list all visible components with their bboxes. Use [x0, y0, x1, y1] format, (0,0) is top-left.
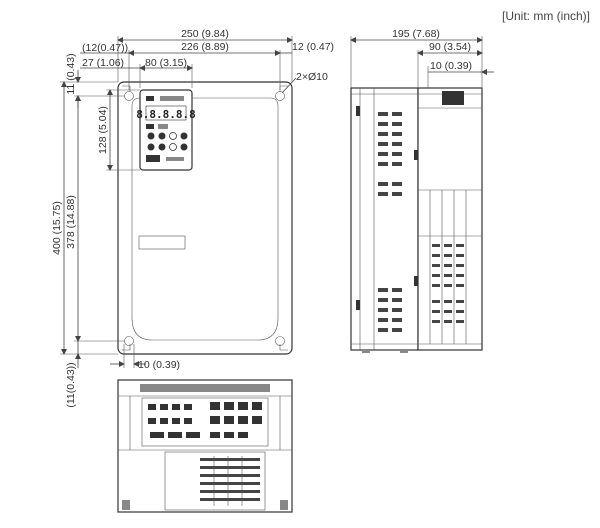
dim-depth-step: 10 (0.39): [430, 60, 472, 72]
dim-bottom-margin: (11(0.43)): [65, 362, 77, 407]
keypad-display: 8.8.8.8.8: [136, 108, 196, 121]
dim-height-overall: 400 (15.75): [51, 201, 63, 255]
dim-width-overall: 250 (9.84): [181, 28, 229, 40]
nameplate-slot: [138, 235, 186, 250]
front-view: 8.8.8.8.8: [117, 81, 293, 355]
dim-depth-overall: 195 (7.68): [392, 28, 440, 40]
dim-bottom-offset: 10 (0.39): [138, 359, 180, 371]
dim-width-mount: 226 (8.89): [181, 41, 229, 53]
dim-keypad-offset: 27 (1.06): [82, 57, 124, 69]
dim-height-mount: 378 (14.88): [65, 195, 77, 249]
dim-right-margin: 12 (0.47): [292, 41, 334, 53]
side-view: [350, 87, 483, 353]
bottom-view: [117, 379, 293, 513]
dim-keypad-height: 128 (5.04): [97, 106, 109, 154]
hole-label: 2×Ø10: [296, 71, 328, 83]
side-rear-section: [417, 87, 483, 351]
dim-keypad-width: 80 (3.15): [145, 57, 187, 69]
unit-note: [Unit: mm (inch)]: [502, 9, 590, 23]
dim-depth-rear: 90 (3.54): [429, 41, 471, 53]
side-dimensions: 195 (7.68) 90 (3.54) 10 (0.39): [350, 28, 494, 88]
dim-left-margin: (12(0.47)): [82, 42, 128, 54]
front-dimensions: 250 (9.84) 226 (8.89) 12 (0.47) (12(0.47…: [51, 28, 334, 408]
dim-top-margin: 11 (0.43): [65, 53, 77, 94]
keypad-panel: 8.8.8.8.8: [136, 89, 196, 171]
side-front-section: [350, 87, 419, 351]
front-cover: [131, 97, 279, 341]
